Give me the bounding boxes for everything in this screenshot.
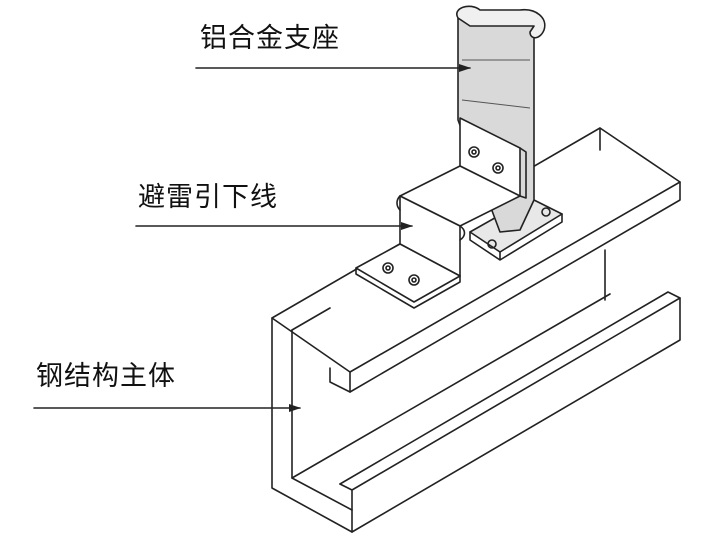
channel-inner-back	[291, 293, 611, 479]
channel-web	[271, 317, 353, 533]
strap-drop-curve	[396, 195, 466, 241]
channel-bottom-lip	[339, 291, 681, 485]
label-lightning-conductor: 避雷引下线	[138, 182, 278, 213]
channel-bottom-flange	[339, 297, 681, 533]
lightning-conductor	[355, 117, 527, 309]
lower-bolt-2-hole	[411, 277, 417, 283]
strap-lower-tab-edge	[355, 267, 461, 309]
channel-top-flange-edge	[349, 181, 681, 393]
lower-bolt-2	[408, 274, 420, 286]
steel-channel	[271, 127, 681, 533]
support-top-hook	[456, 5, 546, 39]
support-bolt-1	[541, 207, 551, 217]
channel-right-end	[599, 127, 606, 301]
channel-top-lip	[329, 367, 351, 393]
aluminum-support	[456, 5, 563, 261]
upper-bolt-2	[492, 162, 504, 174]
strap-lower-tab	[355, 243, 461, 303]
label-steel-main-body: 钢结构主体	[36, 361, 176, 392]
upper-bolt-1	[468, 146, 480, 158]
strap-upper-tab-edge	[519, 147, 527, 199]
upper-bolt-2-hole	[495, 165, 501, 171]
lower-bolt-1-hole	[385, 265, 391, 271]
support-blade-shade	[461, 59, 531, 109]
label-aluminum-support: 铝合金支座	[200, 23, 340, 54]
upper-bolt-1-hole	[471, 149, 477, 155]
support-bolt-2	[487, 239, 497, 249]
support-base-edge	[469, 213, 563, 261]
lower-bolt-1	[382, 262, 394, 274]
